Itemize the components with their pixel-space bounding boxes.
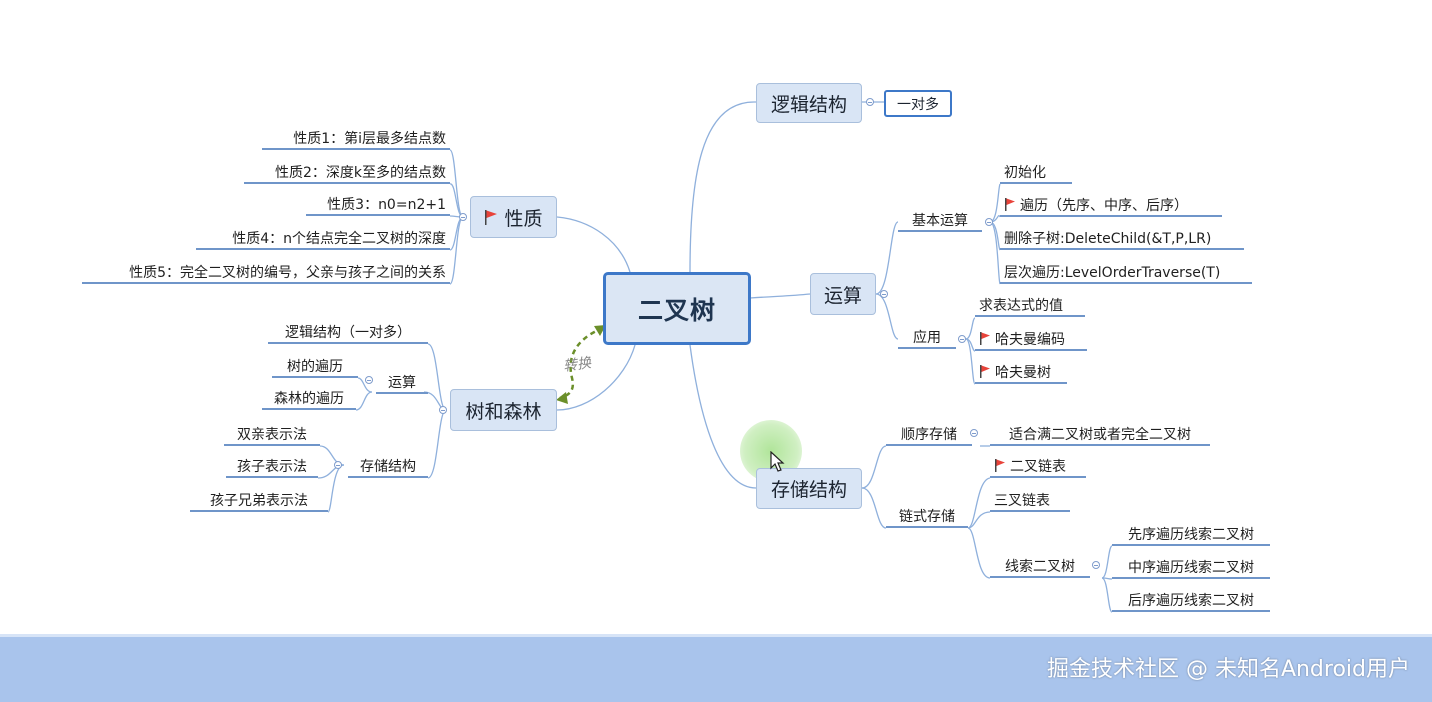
convert-label: 转换 (562, 355, 593, 375)
link-storage-node[interactable]: 链式存储 (886, 508, 968, 528)
collapse-logic-icon[interactable] (866, 98, 874, 106)
collapse-thread-icon[interactable] (1092, 561, 1100, 569)
thread-item[interactable]: 后序遍历线索二叉树 (1112, 592, 1270, 612)
forest-store-item[interactable]: 孩子表示法 (226, 458, 318, 478)
property-item[interactable]: 性质1：第i层最多结点数 (262, 130, 450, 150)
ops-node[interactable]: 运算 (810, 273, 876, 315)
thread-item[interactable]: 中序遍历线索二叉树 (1112, 559, 1270, 579)
collapse-forest-ops-icon[interactable] (365, 376, 373, 384)
red-flag-icon (1004, 198, 1016, 211)
thread-tree-node[interactable]: 线索二叉树 (990, 558, 1090, 578)
link-item[interactable]: 二叉链表 (990, 458, 1086, 478)
root-node[interactable]: 二叉树 (603, 272, 751, 345)
forest-store-node[interactable]: 存储结构 (348, 458, 428, 478)
logic-child-label: 一对多 (897, 96, 939, 113)
tree-forest-label: 树和森林 (465, 400, 542, 423)
basic-op-item[interactable]: 遍历（先序、中序、后序） (1000, 197, 1222, 217)
collapse-ops-icon[interactable] (880, 290, 888, 298)
collapse-seq-icon[interactable] (970, 429, 978, 437)
storage-label: 存储结构 (770, 479, 847, 501)
seq-storage-node[interactable]: 顺序存储 (886, 426, 972, 446)
logic-structure-label: 逻辑结构 (770, 93, 847, 116)
basic-op-item[interactable]: 初始化 (1000, 164, 1072, 184)
thread-item[interactable]: 先序遍历线索二叉树 (1112, 526, 1270, 546)
collapse-props-icon[interactable] (459, 213, 467, 221)
properties-node[interactable]: 性质 (470, 196, 557, 238)
ops-label: 运算 (823, 284, 862, 307)
property-item[interactable]: 性质3：n0=n2+1 (306, 196, 450, 216)
forest-ops-item[interactable]: 森林的遍历 (262, 390, 356, 410)
watermark-text: 掘金技术社区 @ 未知名Android用户 (1046, 657, 1410, 682)
forest-ops-item[interactable]: 树的遍历 (272, 358, 358, 378)
mouse-pointer-icon (770, 451, 785, 472)
collapse-app-icon[interactable] (958, 335, 966, 343)
collapse-forest-icon[interactable] (439, 406, 447, 414)
properties-label: 性质 (504, 207, 543, 230)
logic-child-node[interactable]: 一对多 (884, 90, 952, 117)
property-item[interactable]: 性质4：n个结点完全二叉树的深度 (196, 230, 450, 250)
red-flag-icon (994, 459, 1006, 472)
red-flag-icon (979, 332, 991, 345)
seq-storage-child[interactable]: 适合满二叉树或者完全二叉树 (990, 426, 1210, 446)
forest-logic-item[interactable]: 逻辑结构（一对多） (268, 324, 428, 344)
app-item[interactable]: 哈夫曼编码 (975, 331, 1087, 351)
collapse-forest-store-icon[interactable] (334, 461, 342, 469)
forest-ops-node[interactable]: 运算 (376, 374, 428, 394)
app-item[interactable]: 求表达式的值 (975, 297, 1085, 317)
logic-structure-node[interactable]: 逻辑结构 (756, 83, 862, 123)
tree-forest-node[interactable]: 树和森林 (450, 389, 557, 431)
collapse-basic-ops-icon[interactable] (985, 218, 993, 226)
forest-store-item[interactable]: 孩子兄弟表示法 (190, 492, 328, 512)
property-item[interactable]: 性质2：深度k至多的结点数 (244, 164, 450, 184)
property-item[interactable]: 性质5：完全二叉树的编号，父亲与孩子之间的关系 (82, 264, 450, 284)
app-node[interactable]: 应用 (898, 329, 956, 349)
red-flag-icon (484, 209, 498, 225)
footer-bar: 掘金技术社区 @ 未知名Android用户 (0, 634, 1432, 702)
link-item[interactable]: 三叉链表 (990, 492, 1070, 512)
storage-node[interactable]: 存储结构 (756, 468, 862, 509)
app-item[interactable]: 哈夫曼树 (975, 364, 1067, 384)
red-flag-icon (979, 365, 991, 378)
root-label: 二叉树 (637, 295, 716, 325)
basic-ops-node[interactable]: 基本运算 (898, 212, 982, 232)
basic-op-item[interactable]: 删除子树:DeleteChild(&T,P,LR) (1000, 230, 1244, 250)
forest-store-item[interactable]: 双亲表示法 (224, 426, 320, 446)
basic-op-item[interactable]: 层次遍历:LevelOrderTraverse(T) (1000, 264, 1252, 284)
